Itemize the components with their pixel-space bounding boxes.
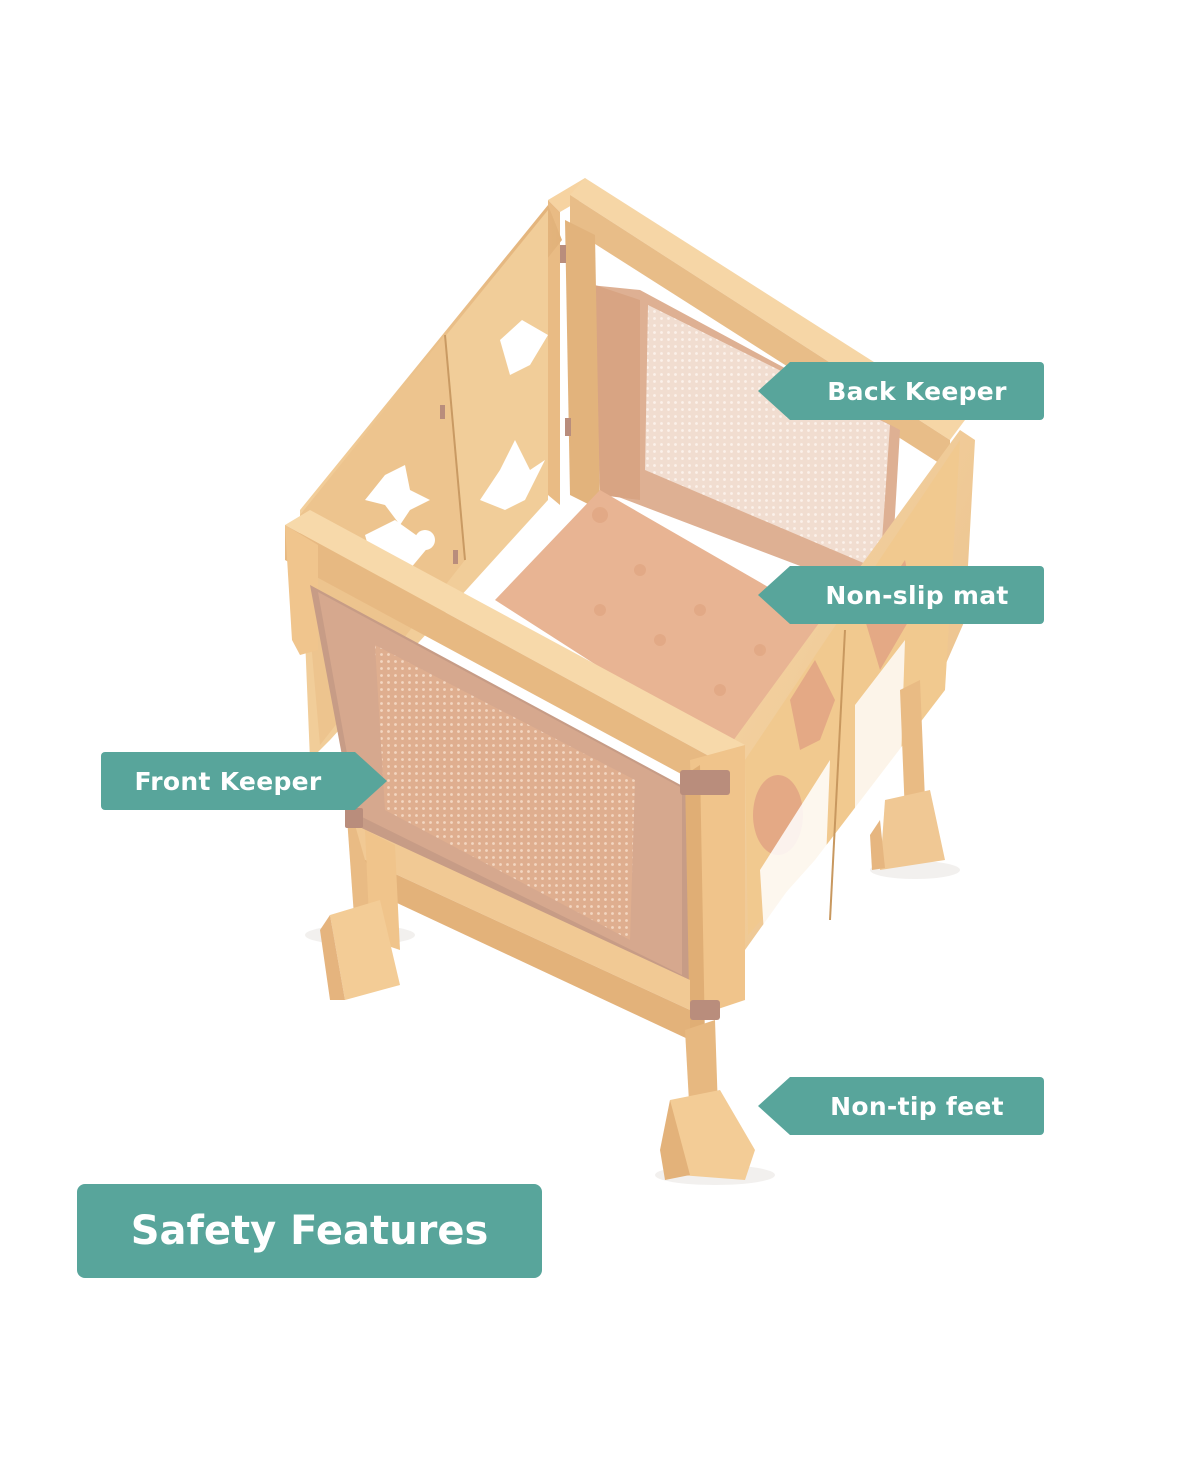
front-right-foot bbox=[670, 1090, 755, 1180]
front-left-foot bbox=[330, 900, 400, 1000]
front-left-post bbox=[285, 525, 318, 655]
panel-brackets bbox=[345, 245, 730, 1020]
front-right-post bbox=[690, 745, 745, 1015]
front-keeper-callout: Front Keeper bbox=[101, 752, 387, 810]
back-right-leg bbox=[900, 680, 925, 815]
front-keeper-label: Front Keeper bbox=[134, 766, 322, 796]
front-top-rail bbox=[285, 510, 745, 762]
front-lower-rail bbox=[355, 825, 690, 1010]
back-keeper-callout: Back Keeper bbox=[758, 362, 1044, 420]
back-right-foot bbox=[880, 790, 945, 870]
non-slip-mat-label: Non-slip mat bbox=[825, 580, 1009, 610]
non-tip-feet-callout: Non-tip feet bbox=[758, 1077, 1044, 1135]
safety-features-title-badge: Safety Features bbox=[77, 1184, 542, 1278]
back-keeper-panel bbox=[590, 285, 900, 600]
non-slip-mat-callout: Non-slip mat bbox=[758, 566, 1044, 624]
non-tip-feet-label: Non-tip feet bbox=[830, 1091, 1004, 1121]
back-keeper-label: Back Keeper bbox=[827, 376, 1007, 406]
front-keeper-panel bbox=[310, 585, 740, 985]
page-title: Safety Features bbox=[130, 1208, 489, 1254]
